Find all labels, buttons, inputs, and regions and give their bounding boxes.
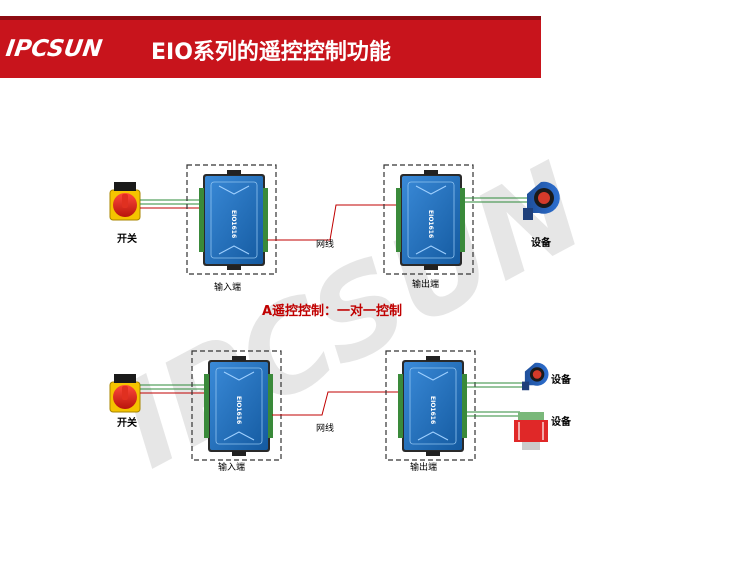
switch-label: 开关: [117, 232, 137, 245]
svg-text:EIO1616: EIO1616: [429, 396, 436, 424]
output-label: 输出端: [410, 461, 437, 473]
eio-input-device: EIO1616: [199, 170, 268, 270]
input-label: 输入端: [218, 461, 245, 473]
control-mode-label: A遥控控制：一对一控制: [262, 303, 402, 319]
network-label: 网线: [316, 422, 334, 434]
siren-icon: [514, 412, 548, 450]
svg-text:EIO1616: EIO1616: [427, 210, 434, 238]
device-label-2: 设备: [551, 415, 572, 428]
svg-text:EIO1616: EIO1616: [230, 210, 237, 238]
output-label: 输出端: [412, 278, 439, 290]
switch-icon: [110, 182, 140, 220]
eio-output-device: EIO1616: [398, 356, 467, 456]
fan-icon: [522, 363, 549, 391]
network-label: 网线: [316, 238, 334, 250]
device-label: 设备: [531, 236, 552, 249]
eio-output-device: EIO1616: [396, 170, 465, 270]
input-label: 输入端: [214, 281, 241, 293]
eio-input-device: EIO1616: [204, 356, 273, 456]
switch-icon: [110, 374, 140, 412]
device-label-1: 设备: [551, 373, 572, 386]
svg-text:EIO1616: EIO1616: [235, 396, 242, 424]
switch-label: 开关: [117, 416, 137, 429]
